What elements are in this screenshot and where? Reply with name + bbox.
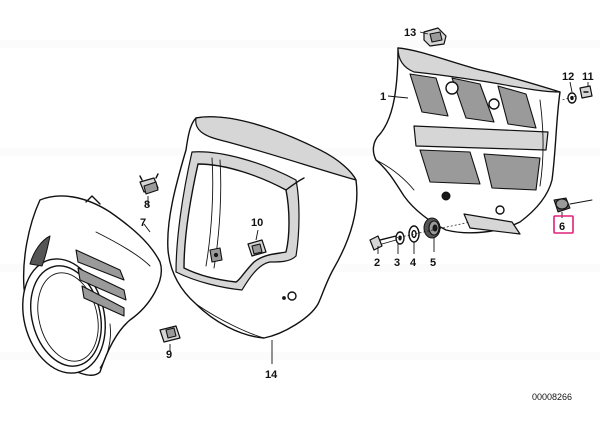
- leader-lines: [143, 31, 589, 364]
- callout-2: 2: [374, 257, 380, 269]
- callout-9: 9: [166, 349, 172, 361]
- callout-7: 7: [140, 217, 146, 229]
- callout-4: 4: [410, 257, 417, 269]
- callout-8: 8: [144, 199, 150, 211]
- callout-1: 1: [380, 91, 386, 103]
- callout-13: 13: [404, 27, 416, 39]
- part-washer-12: [567, 92, 577, 104]
- callout-6: 6: [559, 221, 565, 233]
- assembly-axis-lines: [395, 95, 577, 239]
- catalog-number: 00008266: [532, 392, 572, 402]
- callout-labels: 1 2 3 4 5 6 7 8 9 10 11 12 13 14: [140, 27, 594, 381]
- part-fairing-cowl: [167, 116, 358, 339]
- part-grommet-5: [423, 217, 441, 239]
- highlight-box-part-6: [553, 215, 574, 234]
- part-screw-11: [579, 85, 593, 99]
- part-bolt-6: [553, 197, 593, 213]
- callout-14: 14: [265, 369, 278, 381]
- callout-11: 11: [582, 71, 594, 83]
- part-clip-9: [159, 325, 181, 343]
- callout-3: 3: [394, 257, 400, 269]
- part-clip-nut-10: [247, 239, 267, 257]
- callout-12: 12: [562, 71, 574, 83]
- callout-10: 10: [251, 217, 263, 229]
- callout-5: 5: [430, 257, 436, 269]
- part-clip-nut-13: [423, 27, 447, 47]
- part-washer-4: [408, 225, 420, 243]
- part-clip-8: [139, 173, 159, 195]
- part-bolt-2: [369, 235, 397, 251]
- part-headlight-shell: [22, 195, 162, 376]
- part-mounting-panel: [372, 47, 561, 235]
